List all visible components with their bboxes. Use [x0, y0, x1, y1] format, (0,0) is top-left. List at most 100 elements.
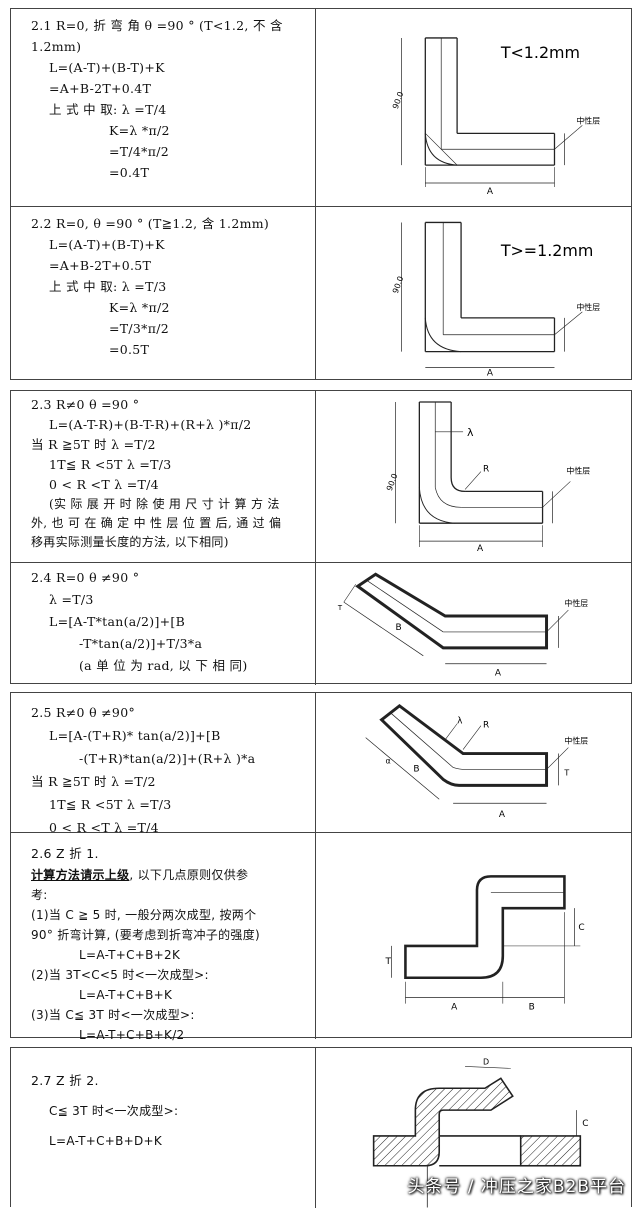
- section-2-2-formula: 2.2 R=0, θ =90 ° (T≧1.2, 含 1.2mm) L=(A-T…: [11, 207, 316, 379]
- dimension-a-label: A: [477, 544, 484, 554]
- dimension-b-label: B: [529, 1003, 535, 1013]
- formula-line: =0.5T: [109, 342, 150, 357]
- section-2-5: 2.5 R≠0 θ ≠90° L=[A-(T+R)* tan(a/2)]+[B …: [11, 693, 631, 835]
- dimension-b-label: B: [395, 623, 401, 633]
- section-2-1-figure: T<1.2mm 中性层 A 90.0: [316, 9, 631, 206]
- z-bend-hatched-diagram: C D: [372, 1057, 589, 1208]
- formula-line: λ =T/3: [49, 592, 94, 607]
- formula-line: 当 R ≧5T 时 λ =T/2: [31, 437, 156, 452]
- dimension-90-label: 90.0: [391, 90, 406, 110]
- lambda-label: λ: [457, 717, 463, 727]
- section-2-5-figure: λ R 中性层 A B T α: [316, 693, 631, 832]
- radius-label: R: [483, 721, 489, 731]
- formula-line: L=[A-T*tan(a/2)]+[B: [49, 614, 186, 629]
- section-2-1: 2.1 R=0, 折 弯 角 θ =90 ° (T<1.2, 不 含 1.2mm…: [11, 9, 631, 207]
- section-title: 2.6 Z 折 1.: [31, 846, 99, 861]
- bold-instruction: 计算方法请示上级: [31, 868, 130, 882]
- bend-diagram: T<1.2mm 中性层 A 90.0: [391, 37, 600, 197]
- dimension-t-label: T: [385, 957, 392, 967]
- formula-line: -(T+R)*tan(a/2)]+(R+λ )*a: [79, 751, 256, 766]
- section-2-2-figure: T>=1.2mm 中性层 A 90.0: [316, 207, 631, 379]
- lambda-label: λ: [467, 426, 474, 439]
- section-2-6: 2.6 Z 折 1. 计算方法请示上级, 以下几点原则仅供参 考: (1)当 C…: [11, 833, 631, 1042]
- section-2-4: 2.4 R=0 θ ≠90 ° λ =T/3 L=[A-T*tan(a/2)]+…: [11, 563, 631, 685]
- section-2-6-formula: 2.6 Z 折 1. 计算方法请示上级, 以下几点原则仅供参 考: (1)当 C…: [11, 833, 316, 1042]
- table-block-4: 2.7 Z 折 2. C≦ 3T 时<一次成型>: L=A-T+C+B+D+K: [10, 1047, 632, 1208]
- neutral-layer-label: 中性层: [576, 115, 600, 125]
- section-title: 2.7 Z 折 2.: [31, 1073, 99, 1088]
- formula-line: K=λ *π/2: [109, 300, 170, 315]
- formula-line: 1T≦ R <5T λ =T/3: [49, 797, 172, 812]
- section-2-4-formula: 2.4 R=0 θ ≠90 ° λ =T/3 L=[A-T*tan(a/2)]+…: [11, 563, 316, 685]
- dimension-90-label: 90.0: [385, 472, 400, 492]
- section-2-5-formula: 2.5 R≠0 θ ≠90° L=[A-(T+R)* tan(a/2)]+[B …: [11, 693, 316, 835]
- section-2-6-figure: A B C T: [316, 833, 631, 1039]
- section-2-3-formula: 2.3 R≠0 θ =90 ° L=(A-T-R)+(B-T-R)+(R+λ )…: [11, 391, 316, 562]
- formula-line: -T*tan(a/2)]+T/3*a: [79, 636, 203, 651]
- formula-line: =0.4T: [109, 165, 150, 180]
- formula-line: (1)当 C ≧ 5 时, 一般分两次成型, 按两个: [31, 908, 257, 922]
- section-title: 2.5 R≠0 θ ≠90°: [31, 705, 135, 720]
- fig-label: T<1.2mm: [500, 43, 580, 62]
- formula-line: (2)当 3T<C<5 时<一次成型>:: [31, 968, 209, 982]
- formula-line: L=A-T+C+B+D+K: [49, 1134, 163, 1148]
- formula-line: (3)当 C≦ 3T 时<一次成型>:: [31, 1008, 195, 1022]
- watermark-text: 头条号 / 冲压之家B2B平台: [407, 1177, 626, 1197]
- section-2-7-formula: 2.7 Z 折 2. C≦ 3T 时<一次成型>: L=A-T+C+B+D+K: [11, 1048, 316, 1208]
- formula-line: L=A-T+C+B+K/2: [79, 1028, 185, 1042]
- formula-line: 0 < R <T λ =T/4: [49, 477, 159, 492]
- radius-label: R: [483, 465, 489, 475]
- dimension-a-label: A: [487, 187, 494, 197]
- table-block-2: 2.3 R≠0 θ =90 ° L=(A-T-R)+(B-T-R)+(R+λ )…: [10, 390, 632, 685]
- z-bend-diagram: A B C T: [385, 875, 585, 1013]
- formula-line: 上 式 中 取: λ =T/3: [49, 279, 167, 294]
- formula-line: K=λ *π/2: [109, 123, 170, 138]
- dimension-a-label: A: [495, 669, 502, 679]
- neutral-layer-label: 中性层: [566, 466, 590, 476]
- formula-line: L=A-T+C+B+2K: [79, 948, 181, 962]
- dimension-b-label: B: [413, 764, 419, 774]
- note-line: 外, 也 可 在 确 定 中 性 层 位 置 后, 通 过 偏: [31, 516, 282, 530]
- dimension-d-label: D: [483, 1057, 489, 1066]
- formula-line: L=(A-T)+(B-T)+K: [49, 237, 165, 252]
- formula-line: L=[A-(T+R)* tan(a/2)]+[B: [49, 728, 221, 743]
- formula-line: =A+B-2T+0.4T: [49, 81, 152, 96]
- section-title: 2.2 R=0, θ =90 ° (T≧1.2, 含 1.2mm): [31, 216, 270, 231]
- bend-diagram: T>=1.2mm 中性层 A 90.0: [391, 221, 600, 378]
- dimension-a-label: A: [451, 1003, 458, 1013]
- formula-line: L=(A-T-R)+(B-T-R)+(R+λ )*π/2: [49, 417, 252, 432]
- section-2-4-figure: 中性层 A B T: [316, 563, 631, 685]
- section-title-cont: 1.2mm): [31, 39, 82, 54]
- section-title: 2.3 R≠0 θ =90 °: [31, 397, 140, 412]
- formula-line: 计算方法请示上级, 以下几点原则仅供参: [31, 865, 307, 885]
- formula-line: =A+B-2T+0.5T: [49, 258, 152, 273]
- neutral-layer-label: 中性层: [564, 598, 588, 608]
- bend-diagram: 中性层 A B T: [337, 572, 588, 679]
- formula-line: 90° 折弯计算, (要考虑到折弯冲子的强度): [31, 928, 260, 942]
- dimension-t-label: T: [563, 768, 569, 777]
- fig-label: T>=1.2mm: [500, 241, 593, 260]
- bend-diagram: λ R 中性层 A B T α: [365, 703, 588, 820]
- table-block-1: 2.1 R=0, 折 弯 角 θ =90 ° (T<1.2, 不 含 1.2mm…: [10, 8, 632, 380]
- dimension-t-label: T: [337, 604, 343, 612]
- formula-line: C≦ 3T 时<一次成型>:: [49, 1104, 179, 1118]
- formula-line: 上 式 中 取: λ =T/4: [49, 102, 167, 117]
- dimension-c-label: C: [578, 923, 584, 933]
- formula-line: (a 单 位 为 rad, 以 下 相 同): [79, 658, 248, 673]
- formula-line: 0 < R <T λ =T/4: [49, 820, 159, 835]
- formula-line: L=(A-T)+(B-T)+K: [49, 60, 165, 75]
- table-block-3: 2.5 R≠0 θ ≠90° L=[A-(T+R)* tan(a/2)]+[B …: [10, 692, 632, 1042]
- section-2-2: 2.2 R=0, θ =90 ° (T≧1.2, 含 1.2mm) L=(A-T…: [11, 207, 631, 379]
- section-2-3-figure: λ R 中性层 A 90.0: [316, 391, 631, 562]
- dimension-a-label: A: [499, 810, 506, 820]
- formula-line: 考:: [31, 888, 48, 902]
- formula-line: 1T≦ R <5T λ =T/3: [49, 457, 172, 472]
- section-title: 2.4 R=0 θ ≠90 °: [31, 570, 140, 585]
- formula-line: =T/3*π/2: [109, 321, 170, 336]
- section-2-7: 2.7 Z 折 2. C≦ 3T 时<一次成型>: L=A-T+C+B+D+K: [11, 1048, 631, 1208]
- section-2-7-figure: C D: [316, 1048, 631, 1208]
- bend-diagram: λ R 中性层 A 90.0: [385, 401, 590, 554]
- dimension-a-label: A: [487, 368, 494, 378]
- note-line: (实 际 展 开 时 除 使 用 尺 寸 计 算 方 法: [49, 497, 280, 511]
